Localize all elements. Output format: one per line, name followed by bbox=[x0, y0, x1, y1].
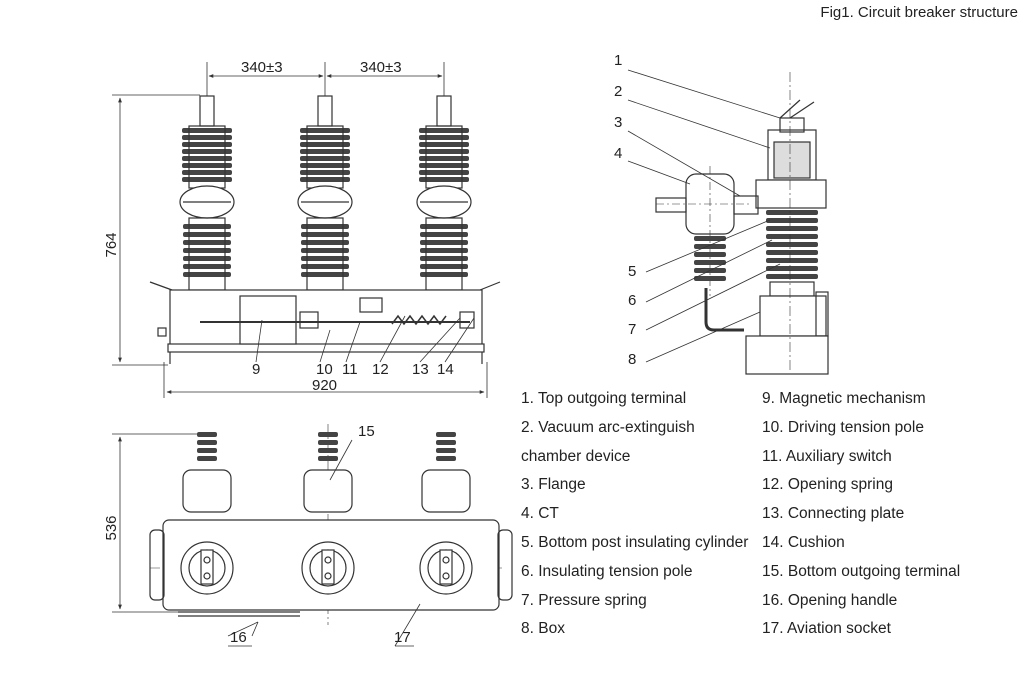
side-callout-6: 6 bbox=[628, 292, 636, 309]
front-pole bbox=[297, 95, 353, 307]
side-view bbox=[655, 72, 829, 375]
side-callout-4: 4 bbox=[614, 145, 622, 162]
legend-item: 17. Aviation socket bbox=[762, 620, 891, 638]
legend-item: 1. Top outgoing terminal bbox=[521, 390, 687, 407]
height-top-label: 536 bbox=[103, 515, 120, 540]
legend-item: 8. Box bbox=[521, 620, 565, 638]
legend-item: 3. Flange bbox=[521, 476, 586, 494]
legend-item: 10. Driving tension pole bbox=[762, 418, 924, 436]
top-callouts bbox=[227, 439, 421, 647]
top-pole bbox=[180, 432, 234, 595]
legend-item: 6. Insulating tension pole bbox=[521, 562, 693, 580]
side-callouts bbox=[627, 69, 781, 363]
legend-item: 12. Opening spring bbox=[762, 476, 893, 494]
front-pole bbox=[416, 95, 472, 307]
front-callouts bbox=[255, 315, 475, 363]
spacing-left-label: 340±3 bbox=[241, 59, 283, 76]
figure-title: Fig1. Circuit breaker structure bbox=[820, 4, 1018, 21]
legend-item: 9. Magnetic mechanism bbox=[762, 390, 926, 407]
spacing-right-label: 340±3 bbox=[360, 59, 402, 76]
front-callout-12: 12 bbox=[372, 361, 389, 378]
legend-item: 5. Bottom post insulating cylinder bbox=[521, 534, 749, 551]
front-callout-9: 9 bbox=[252, 361, 260, 378]
front-pole bbox=[179, 95, 235, 307]
front-callout-10: 10 bbox=[316, 361, 333, 378]
legend-item: chamber device bbox=[521, 447, 631, 465]
top-pole bbox=[301, 432, 355, 595]
front-callout-11: 11 bbox=[342, 361, 358, 378]
legend-item: 11. Auxiliary switch bbox=[762, 447, 892, 465]
legend-item: 14. Cushion bbox=[762, 534, 845, 551]
side-callout-2: 2 bbox=[614, 83, 622, 100]
top-pole bbox=[419, 432, 473, 595]
side-callout-7: 7 bbox=[628, 321, 636, 338]
width-front-label: 920 bbox=[312, 377, 337, 394]
side-callout-5: 5 bbox=[628, 263, 636, 280]
side-callout-8: 8 bbox=[628, 351, 636, 368]
top-view bbox=[112, 424, 513, 625]
height-front-label: 764 bbox=[103, 232, 120, 257]
side-callout-1: 1 bbox=[614, 52, 622, 69]
top-callout-16: 16 bbox=[230, 629, 247, 646]
legend-item: 7. Pressure spring bbox=[521, 591, 647, 609]
legend-item: 4. CT bbox=[521, 505, 559, 523]
legend-item: 15. Bottom outgoing terminal bbox=[762, 562, 961, 580]
top-callout-17: 17 bbox=[394, 629, 411, 646]
top-callout-15: 15 bbox=[358, 423, 375, 440]
front-callout-13: 13 bbox=[412, 361, 429, 378]
legend-item: 13. Connecting plate bbox=[762, 505, 905, 523]
front-view bbox=[112, 62, 501, 398]
legend-item: 2. Vacuum arc-extinguish bbox=[521, 418, 695, 436]
legend-item: 16. Opening handle bbox=[762, 591, 898, 609]
front-callout-14: 14 bbox=[437, 361, 454, 378]
side-callout-3: 3 bbox=[614, 114, 622, 131]
